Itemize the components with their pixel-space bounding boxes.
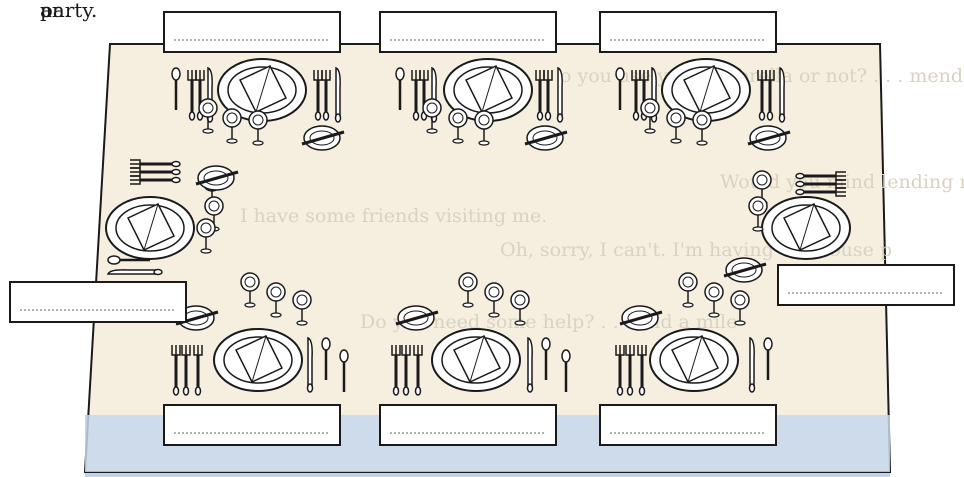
page-text-an: an. — [40, 0, 72, 22]
place-card-top-center[interactable] — [379, 11, 557, 53]
place-card-bottom-center[interactable] — [379, 404, 557, 446]
place-card-right-end[interactable] — [777, 264, 955, 306]
show-through-line: I have some friends visiting me. — [240, 205, 547, 227]
place-card-bottom-left[interactable] — [163, 404, 341, 446]
place-card-left-end[interactable] — [9, 281, 187, 323]
place-card-top-left[interactable] — [163, 11, 341, 53]
place-card-bottom-right[interactable] — [599, 404, 777, 446]
show-through-line: Would you mind lending me your beach — [720, 171, 964, 193]
page-text-party: party. — [40, 0, 98, 22]
place-card-top-right[interactable] — [599, 11, 777, 53]
